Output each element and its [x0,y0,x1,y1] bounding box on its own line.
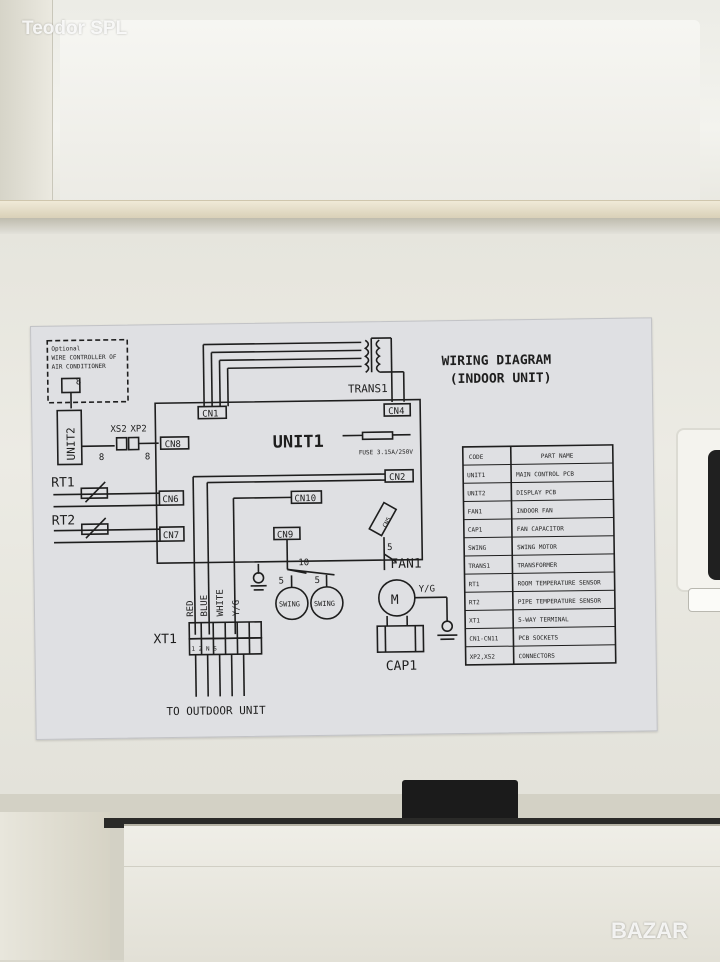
table-cell-part-name: INDOOR FAN [517,507,554,515]
table-cell-part-name: 5-WAY TERMINAL [518,616,569,624]
table-cell-code: CN1-CN11 [469,635,498,642]
fuse-label: FUSE 3.15A/250V [359,449,414,457]
table-row-line [463,481,613,483]
slot-opening [708,450,720,580]
wire-count-10: 10 [298,558,309,568]
panel-notch [402,780,518,818]
cn8-label: CN8 [165,440,181,450]
ledge-shadow [0,218,720,234]
wire-color-yg: Y/G [232,600,242,616]
table-row-line [463,463,613,465]
pcb-label: UNIT1 [273,432,324,453]
xp2-label: XP2 [130,424,146,434]
table-row-line [464,554,614,556]
table-cell-part-name: PIPE TEMPERATURE SENSOR [518,598,602,606]
table-row-line [465,572,615,574]
wiring-diagram-sticker: WIRING DIAGRAM (INDOOR UNIT) TRANS1 UNIT… [30,317,658,740]
table-row-line [464,536,614,538]
table-cell-part-name: DISPLAY PCB [516,489,556,497]
wire-controller-line-3: AIR CONDITIONER [52,363,107,371]
table-cell-part-name: MAIN CONTROL PCB [516,471,574,479]
title-line-2: (INDOOR UNIT) [450,371,552,387]
cn9-label: CN9 [277,530,293,540]
table-cell-code: CAP1 [468,527,483,534]
swing-2-label: SWING [314,600,335,608]
rt1-label: RT1 [51,475,75,490]
table-header-code: CODE [469,454,484,461]
table-row-line [465,608,615,610]
table-cell-part-name: CONNECTORS [519,653,556,661]
bottom-left-frame [0,812,110,960]
table-cell-code: RT2 [469,599,480,606]
wire-count-5b: 5 [315,576,321,586]
table-cell-code: XP2,XS2 [470,654,496,661]
wire-color-blue: BLUE [200,595,210,617]
table-cell-code: UNIT2 [467,490,486,497]
xs2-label: XS2 [110,425,126,435]
wire-controller-line-2: WIRE CONTROLLER OF [51,354,117,362]
table-cell-code: XT1 [469,617,480,624]
wire-count-5c: 5 [387,543,393,553]
cn10-label: CN10 [294,494,316,504]
terminal-label: XT1 [153,632,177,647]
watermark-top: Teodor SPL [22,18,127,40]
table-cell-code: UNIT1 [467,472,486,479]
cn2-label: CN2 [389,473,405,483]
wire-count-5a: 5 [279,576,285,586]
cn4-label: CN4 [388,407,404,417]
table-cell-code: TRANS1 [468,563,490,570]
rt2-label: RT2 [52,513,76,528]
yg-label-fan: Y/G [419,584,435,594]
transformer-label: TRANS1 [348,382,388,396]
wire-count-8c: 8 [76,377,82,387]
table-row-line [466,645,616,647]
cn7-label: CN7 [163,531,179,541]
table-header-part-name: PART NAME [541,453,574,460]
watermark-bottom: BAZAR [611,918,688,944]
table-cell-part-name: ROOM TEMPERATURE SENSOR [518,579,602,587]
housing-upper-recess [60,20,700,205]
swing-1-label: SWING [279,600,300,608]
table-cell-code: RT1 [469,581,480,588]
wire-count-8b: 8 [145,452,151,462]
display-unit-label: UNIT2 [64,427,77,460]
cn1-label: CN1 [202,409,218,419]
fan-motor-symbol: M [391,593,399,608]
side-slot [676,428,720,592]
cn5-box [369,503,396,536]
wire-color-red: RED [186,600,196,616]
terminal-numbers: 1 2 N S [191,645,217,652]
parts-table: CODE PART NAME UNIT1 MAIN CONTROL PCB UNIT2 D… [467,452,602,661]
title-line-1: WIRING DIAGRAM [441,353,551,370]
table-row-line [465,627,615,629]
capacitor-label: CAP1 [386,659,418,674]
cn6-label: CN6 [162,495,178,505]
table-row-line [465,590,615,592]
outdoor-unit-label: TO OUTDOOR UNIT [166,704,266,718]
housing-ledge [0,200,720,219]
fan-capacitor [377,626,423,653]
table-cell-part-name: FAN CAPACITOR [517,525,564,533]
table-cell-code: FAN1 [468,508,483,515]
wire-color-white: WHITE [216,589,226,616]
table-cell-part-name: TRANSFORMER [517,562,557,570]
table-row-line [463,499,613,501]
wiring-diagram: WIRING DIAGRAM (INDOOR UNIT) TRANS1 UNIT… [31,318,657,739]
side-tab [688,588,720,612]
table-row-line [464,518,614,520]
fan-label: FAN1 [390,557,422,572]
table-cell-part-name: SWING MOTOR [517,544,557,552]
table-cell-part-name: PCB SOCKETS [518,634,558,642]
table-cell-code: SWING [468,545,487,552]
wire-count-8a: 8 [99,453,105,463]
wire-controller-line-1: Optional [51,345,80,352]
